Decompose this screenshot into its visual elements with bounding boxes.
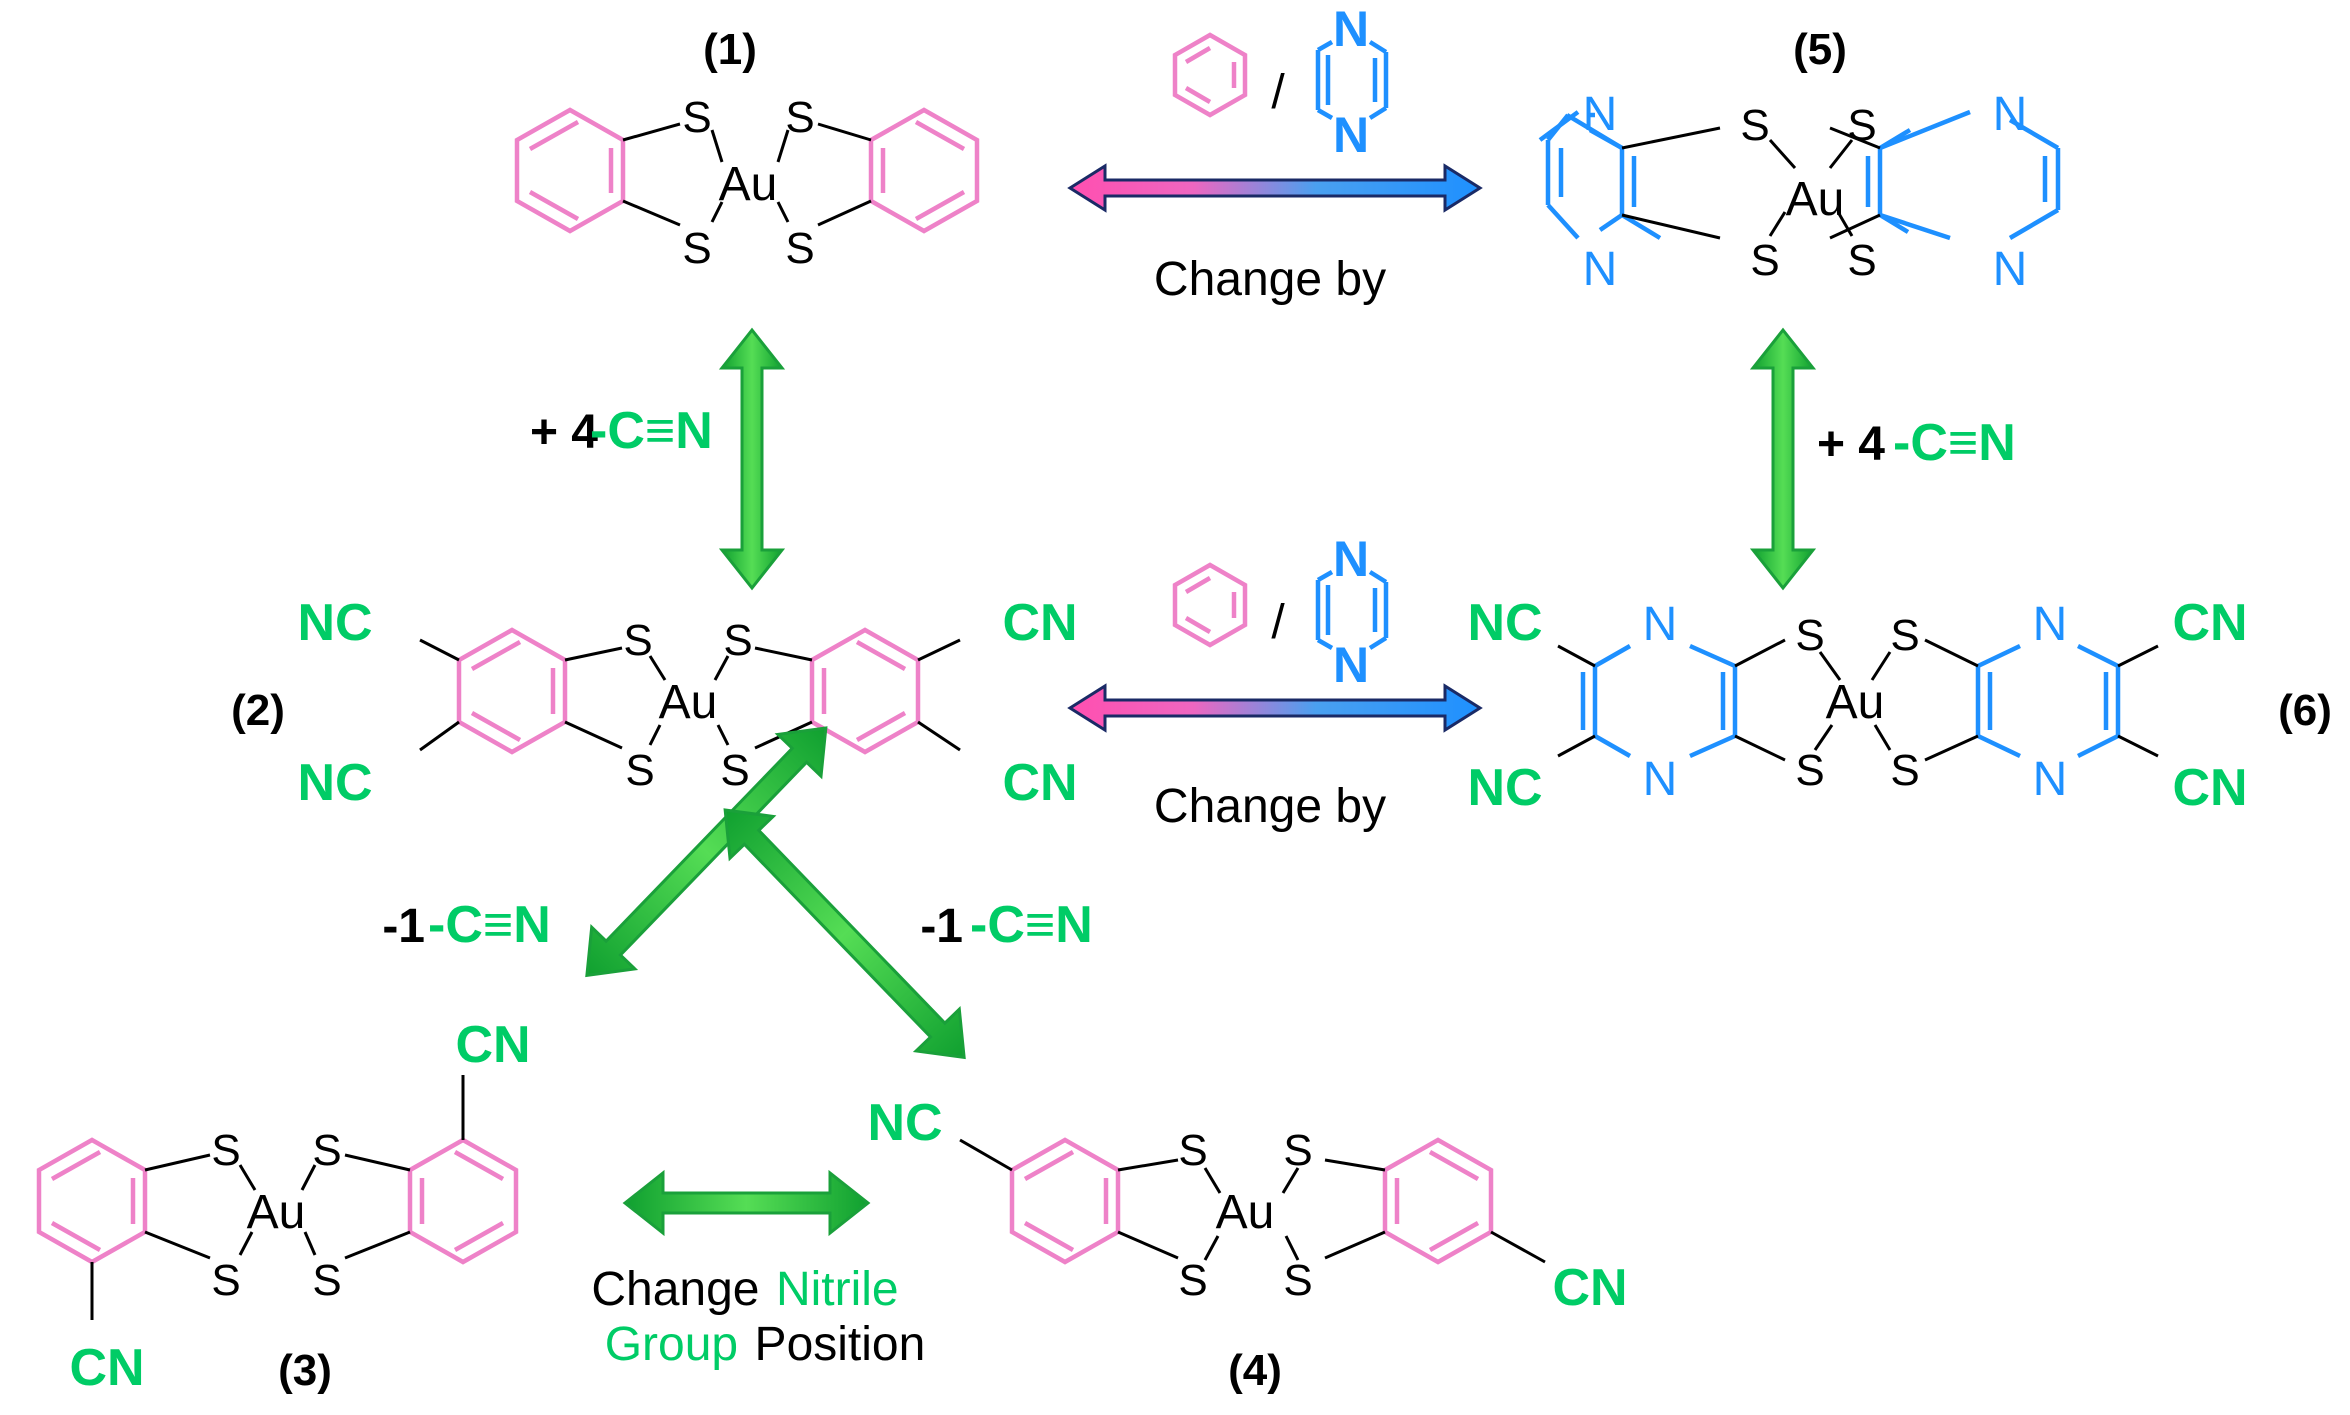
sulfur-atom: S — [785, 93, 814, 142]
nitrile-substituent: CN — [2172, 759, 2247, 817]
benzene-icon — [1172, 562, 1248, 648]
add-four-label: + 4 — [530, 406, 598, 459]
sulfur-atom: S — [1740, 101, 1769, 150]
nitrile-group-label: -C≡N — [970, 896, 1093, 954]
change-arrow-top: / N N Change by — [1067, 1, 1483, 306]
nitrile-group-label: -C≡N — [590, 402, 713, 460]
sulfur-atom: S — [1795, 746, 1824, 795]
nitrogen-atom: N — [1993, 88, 2028, 141]
sulfur-atom: S — [1795, 611, 1824, 660]
compound-3: (3) CN CN S S S S Au — [36, 1016, 531, 1397]
gold-atom: Au — [247, 1186, 306, 1239]
gold-atom: Au — [1216, 1186, 1275, 1239]
double-arrow-gradient — [1067, 683, 1483, 733]
nitrile-substituent: CN — [1002, 594, 1077, 652]
nitrogen-atom: N — [2033, 753, 2068, 806]
position-change-label-line2: Group Position — [605, 1318, 926, 1371]
sulfur-atom: S — [723, 616, 752, 665]
compound-3-label: (3) — [278, 1346, 332, 1395]
add-four-label: + 4 — [1817, 418, 1885, 471]
sulfur-atom: S — [312, 1126, 341, 1175]
position-change-label-line1: Change Nitrile — [591, 1263, 898, 1316]
nitrile-substituent: CN — [1552, 1259, 1627, 1317]
nitrogen-atom: N — [2033, 598, 2068, 651]
sulfur-atom: S — [682, 93, 711, 142]
nitrogen-atom: N — [1643, 753, 1678, 806]
position-change-word3: Group — [605, 1318, 738, 1371]
position-change-word2: Nitrile — [776, 1263, 899, 1316]
minus-one-label: -1 — [382, 900, 425, 953]
add-nitrile-arrow-left: + 4 -C≡N — [530, 327, 786, 591]
sulfur-atom: S — [1890, 611, 1919, 660]
nitrile-substituent: CN — [1002, 754, 1077, 812]
nitrogen-atom: N — [1333, 107, 1369, 163]
sulfur-atom: S — [1847, 236, 1876, 285]
position-change-word1: Change — [591, 1263, 759, 1316]
gold-atom: Au — [719, 158, 778, 211]
minus-one-label: -1 — [920, 900, 963, 953]
compound-6: (6) — [1467, 594, 2331, 817]
compound-2: (2) NC NC CN CN S — [231, 594, 1077, 812]
sulfur-atom: S — [1890, 746, 1919, 795]
add-nitrile-arrow-right: + 4 -C≡N — [1749, 327, 2016, 591]
compound-1: (1) S S S S Au — [514, 25, 980, 273]
change-by-label: Change by — [1154, 253, 1386, 306]
nitrile-substituent: NC — [1467, 759, 1542, 817]
nitrile-substituent: NC — [1467, 594, 1542, 652]
sulfur-atom: S — [312, 1256, 341, 1305]
sulfur-atom: S — [623, 616, 652, 665]
nitrile-group-label: -C≡N — [1893, 414, 2016, 472]
compound-2-label: (2) — [231, 686, 285, 735]
remove-nitrile-arrows: -1 -C≡N -1 -C≡N — [382, 726, 1093, 1060]
sulfur-atom: S — [625, 746, 654, 795]
nitrogen-atom: N — [1643, 598, 1678, 651]
nitrogen-atom: N — [1583, 88, 1618, 141]
nitrile-substituent: CN — [2172, 594, 2247, 652]
sulfur-atom: S — [785, 224, 814, 273]
slash-separator: / — [1271, 596, 1285, 649]
gold-atom: Au — [1786, 173, 1845, 226]
nitrile-substituent: CN — [455, 1016, 530, 1074]
compound-5-label: (5) — [1793, 25, 1847, 74]
double-arrow-gradient — [1067, 163, 1483, 213]
nitrile-substituent: CN — [69, 1339, 144, 1397]
slash-separator: / — [1271, 66, 1285, 119]
sulfur-atom: S — [1178, 1126, 1207, 1175]
sulfur-atom: S — [1283, 1126, 1312, 1175]
nitrile-substituent: NC — [867, 1094, 942, 1152]
position-change-arrow: Change Nitrile Group Position — [591, 1169, 926, 1371]
position-change-word4: Position — [755, 1318, 926, 1371]
gold-atom: Au — [659, 676, 718, 729]
nitrogen-atom: N — [1993, 243, 2028, 296]
sulfur-atom: S — [1847, 101, 1876, 150]
sulfur-atom: S — [720, 746, 749, 795]
compound-5: (5) — [1538, 25, 2061, 296]
sulfur-atom: S — [682, 224, 711, 273]
compound-1-label: (1) — [703, 25, 757, 74]
sulfur-atom: S — [1283, 1256, 1312, 1305]
nitrile-substituent: NC — [297, 754, 372, 812]
gold-atom: Au — [1826, 676, 1885, 729]
nitrogen-atom: N — [1333, 531, 1369, 587]
nitrogen-atom: N — [1583, 243, 1618, 296]
nitrile-group-label: -C≡N — [428, 896, 551, 954]
compound-4: (4) NC CN S S S S Au — [867, 1094, 1627, 1395]
pyrazine-icon — [1315, 40, 1389, 120]
sulfur-atom: S — [1750, 236, 1779, 285]
change-by-label: Change by — [1154, 780, 1386, 833]
sulfur-atom: S — [1178, 1256, 1207, 1305]
change-arrow-middle: / N N Change by — [1067, 531, 1483, 833]
sulfur-atom: S — [211, 1126, 240, 1175]
sulfur-atom: S — [211, 1256, 240, 1305]
benzene-icon — [1172, 32, 1248, 118]
pyrazine-icon — [1315, 570, 1389, 650]
nitrogen-atom: N — [1333, 637, 1369, 693]
compound-6-label: (6) — [2278, 686, 2332, 735]
nitrile-substituent: NC — [297, 594, 372, 652]
compound-4-label: (4) — [1228, 1346, 1282, 1395]
nitrogen-atom: N — [1333, 1, 1369, 57]
